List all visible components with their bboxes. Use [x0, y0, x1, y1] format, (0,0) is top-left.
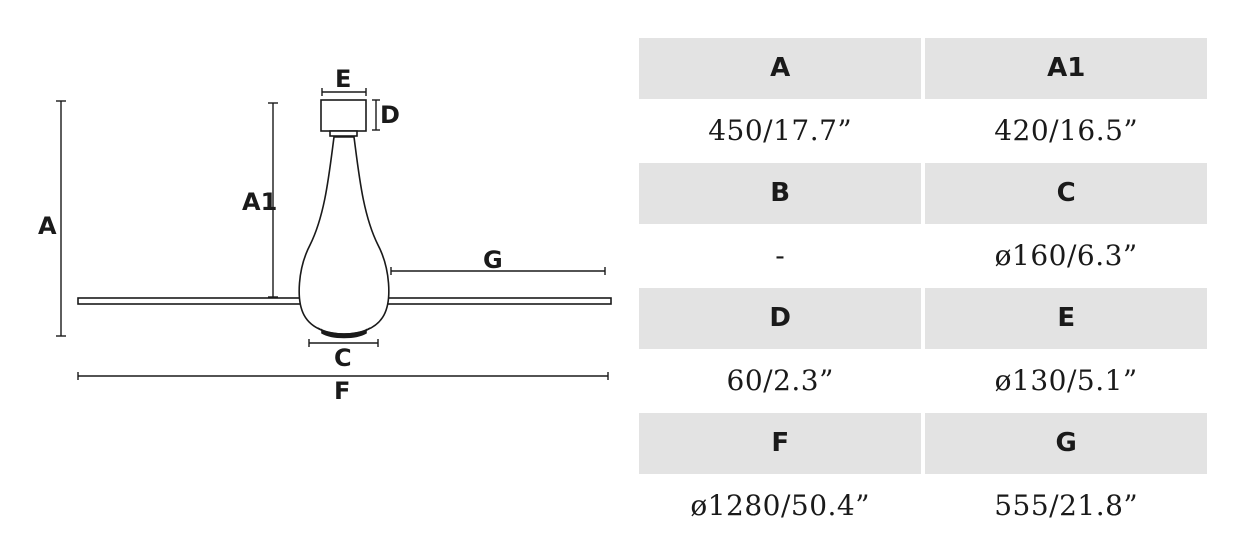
label-c: C: [334, 344, 352, 372]
fan-dimension-drawing: A A1 E D G C F: [38, 65, 612, 405]
header-cell: C: [925, 161, 1207, 226]
dimension-a-line: [56, 100, 66, 337]
label-a1: A1: [242, 188, 277, 216]
dimension-a1-line: [268, 102, 278, 298]
dimensions-table: A A1 450/17.7” 420/16.5” B C - ø160/6.3”…: [635, 36, 1211, 536]
dimension-d-line: [372, 99, 380, 131]
table-value-row: 60/2.3” ø130/5.1”: [639, 350, 1207, 411]
fan-body: [298, 136, 390, 335]
header-cell: D: [639, 286, 922, 351]
table-header-row: D E: [639, 286, 1207, 351]
table-value-row: - ø160/6.3”: [639, 225, 1207, 286]
table-value-row: ø1280/50.4” 555/21.8”: [639, 475, 1207, 536]
right-blade: [383, 297, 612, 305]
label-g: G: [483, 246, 503, 274]
table-header-row: B C: [639, 161, 1207, 226]
dimension-f-line: [77, 372, 609, 380]
label-a: A: [38, 212, 57, 240]
table-header-row: F G: [639, 411, 1207, 476]
value-cell: 60/2.3”: [639, 350, 922, 411]
header-cell: G: [925, 411, 1207, 476]
value-cell: 420/16.5”: [925, 100, 1207, 161]
left-blade: [77, 297, 305, 305]
table-header-row: A A1: [639, 36, 1207, 101]
bottom-cap: [317, 327, 371, 335]
dimension-e-line: [321, 88, 367, 96]
label-d: D: [380, 101, 400, 129]
header-cell: F: [639, 411, 922, 476]
ceiling-fan-outline: [77, 99, 612, 339]
header-cell: A1: [925, 36, 1207, 101]
dimension-c-line: [308, 339, 379, 347]
label-f: F: [334, 377, 350, 405]
value-cell: 555/21.8”: [925, 475, 1207, 536]
dimension-g-line: [390, 267, 606, 275]
header-cell: B: [639, 161, 922, 226]
header-cell: A: [639, 36, 922, 101]
value-cell: ø160/6.3”: [925, 225, 1207, 286]
value-cell: ø1280/50.4”: [639, 475, 922, 536]
label-e: E: [335, 65, 351, 93]
canopy: [320, 99, 367, 132]
light-dome: [321, 328, 367, 339]
canopy-ring: [329, 130, 358, 137]
header-cell: E: [925, 286, 1207, 351]
value-cell: 450/17.7”: [639, 100, 922, 161]
table-value-row: 450/17.7” 420/16.5”: [639, 100, 1207, 161]
value-cell: ø130/5.1”: [925, 350, 1207, 411]
value-cell: -: [639, 225, 922, 286]
